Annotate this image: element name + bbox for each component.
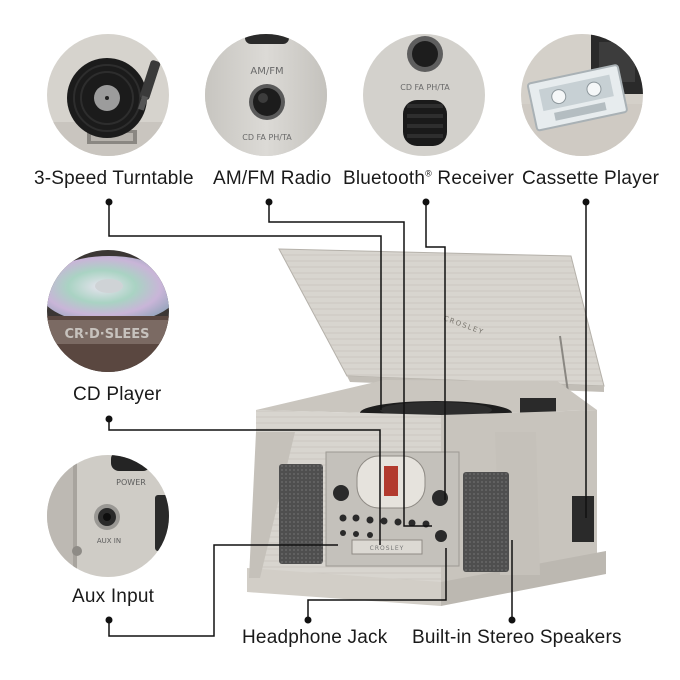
cd-brand-text: CR·D·SLEES — [65, 327, 150, 342]
right-speaker — [463, 472, 509, 572]
aux-text: AUX IN — [97, 537, 121, 545]
bluetooth-mode-text: CD FA PH/TA — [400, 83, 450, 92]
label-turntable: 3-Speed Turntable — [34, 168, 194, 189]
label-bluetooth: Bluetooth® Receiver — [343, 168, 514, 190]
bluetooth-closeup-image: CD FA PH/TA — [363, 34, 485, 156]
left-speaker — [279, 464, 323, 564]
control-panel: CROSLEY — [325, 451, 460, 567]
radio-mode-text: CD FA PH/TA — [242, 133, 292, 142]
front-brand: CROSLEY — [370, 545, 405, 552]
label-aux: Aux Input — [72, 586, 155, 607]
lid: CROSLEY — [278, 248, 605, 392]
label-cd: CD Player — [73, 384, 162, 405]
label-bluetooth-suffix: Receiver — [431, 168, 514, 189]
label-headphone: Headphone Jack — [242, 627, 388, 648]
callout-dots — [105, 198, 590, 624]
callout-lines — [108, 202, 587, 637]
label-bluetooth-text: Bluetooth — [343, 168, 426, 189]
power-text: POWER — [116, 478, 146, 487]
label-speakers: Built-in Stereo Speakers — [412, 627, 622, 648]
radio-band-text: AM/FM — [250, 66, 283, 77]
label-cassette: Cassette Player — [522, 168, 660, 189]
aux-closeup-image: POWER AUX IN — [47, 455, 169, 577]
radio-closeup-image: AM/FM CD FA PH/TA — [205, 34, 327, 156]
label-radio: AM/FM Radio — [213, 168, 332, 189]
registered-mark: ® — [425, 168, 432, 179]
cd-closeup-image: CR·D·SLEES — [47, 250, 169, 372]
turntable-closeup-image — [47, 34, 169, 156]
